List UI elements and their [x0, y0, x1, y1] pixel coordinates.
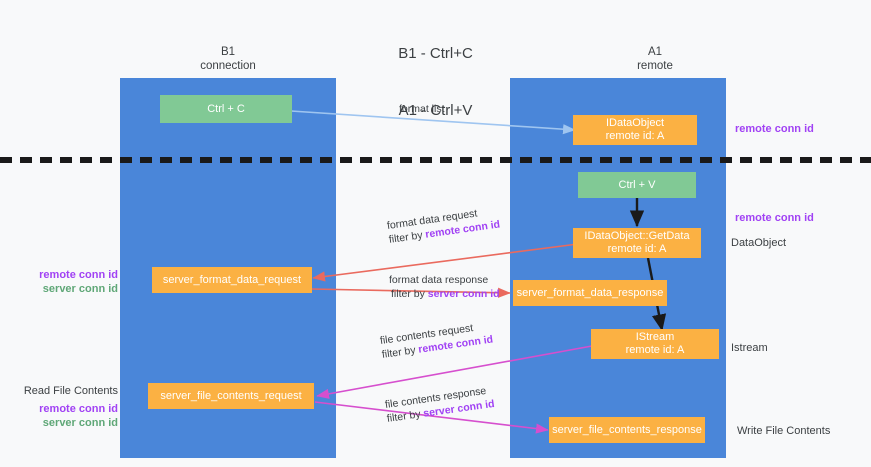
annotation-right-remote-conn-id-top-text: remote conn id [735, 123, 814, 135]
filter-prefix: filter by [386, 407, 425, 425]
node-server-file-contents-response-label: server_file_contents_response [552, 423, 702, 436]
filter-prefix: filter by [388, 228, 427, 246]
edge-label-format-list: format list [399, 102, 445, 116]
annotation-left-file-remote-conn-id: remote conn id [39, 403, 118, 415]
node-server-format-data-response[interactable]: server_format_data_response [513, 280, 667, 306]
edge-label-format-data-response: format data response filter by server co… [389, 273, 500, 301]
annotation-dataobject-text: DataObject [731, 237, 787, 249]
node-idataobject-line-2: remote id: A [605, 130, 665, 142]
annotation-left-format-conn-ids: remote conn id server conn id [22, 268, 118, 296]
node-idataobject[interactable]: IDataObject remote id: A [573, 115, 697, 145]
filter-prefix: filter by [381, 343, 420, 361]
annotation-right-remote-conn-id-mid: remote conn id [735, 211, 814, 225]
node-idataobject-line-1: IDataObject [605, 117, 665, 129]
annotation-right-remote-conn-id-top: remote conn id [735, 122, 814, 136]
node-ctrl-c[interactable]: Ctrl + C [160, 95, 292, 123]
column-header-a1-name: A1 [647, 46, 663, 58]
edge-label-format-data-response-text: format data response [389, 274, 489, 286]
node-istream-line-2: remote id: A [625, 344, 685, 356]
node-idataobject-getdata[interactable]: IDataObject::GetData remote id: A [573, 228, 701, 258]
column-header-b1: B1 connection [120, 45, 336, 73]
column-header-a1: A1 remote [510, 45, 800, 73]
annotation-right-remote-conn-id-mid-text: remote conn id [735, 212, 814, 224]
annotation-read-file-contents: Read File Contents [14, 384, 118, 398]
column-header-b1-name: B1 [220, 46, 236, 58]
edge-label-format-list-text: format list [399, 103, 445, 115]
annotation-left-file-conn-ids: remote conn id server conn id [22, 402, 118, 430]
node-ctrl-v[interactable]: Ctrl + V [578, 172, 696, 198]
annotation-left-format-server-conn-id: server conn id [42, 283, 118, 295]
annotation-istream-text: Istream [731, 342, 768, 354]
node-ctrl-v-label: Ctrl + V [618, 178, 656, 191]
node-getdata-line-1: IDataObject::GetData [584, 230, 690, 242]
node-istream[interactable]: IStream remote id: A [591, 329, 719, 359]
annotation-write-file-contents-text: Write File Contents [737, 425, 831, 437]
section-divider [0, 157, 871, 163]
node-server-file-contents-request-label: server_file_contents_request [160, 389, 302, 402]
node-server-format-data-request[interactable]: server_format_data_request [152, 267, 312, 293]
annotation-istream: Istream [731, 341, 768, 355]
node-istream-line-1: IStream [635, 331, 675, 343]
edge-label-file-contents-request: file contents request filter by remote c… [379, 319, 494, 362]
annotation-left-file-server-conn-id: server conn id [42, 417, 118, 429]
edge-label-format-data-response-filter: filter by server conn id [389, 287, 500, 301]
annotation-read-file-contents-text: Read File Contents [23, 385, 118, 397]
node-server-file-contents-response[interactable]: server_file_contents_response [549, 417, 705, 443]
node-ctrl-c-label: Ctrl + C [207, 102, 245, 115]
annotation-left-format-remote-conn-id: remote conn id [39, 269, 118, 281]
node-server-format-data-request-label: server_format_data_request [162, 273, 302, 286]
filter-prefix: filter by [391, 288, 428, 300]
column-header-a1-role: remote [637, 60, 673, 72]
annotation-write-file-contents: Write File Contents [737, 424, 830, 438]
column-header-b1-role: connection [200, 60, 256, 72]
title-line-1: B1 - Ctrl+C [398, 45, 473, 62]
node-server-file-contents-request[interactable]: server_file_contents_request [148, 383, 314, 409]
annotation-dataobject: DataObject [731, 236, 786, 250]
edge-label-file-contents-response: file contents response filter by server … [384, 383, 495, 426]
edge-label-format-data-request: format data request filter by remote con… [386, 204, 501, 247]
filter-value: server conn id [427, 288, 500, 300]
node-getdata-line-2: remote id: A [607, 243, 667, 255]
node-server-format-data-response-label: server_format_data_response [516, 286, 664, 299]
